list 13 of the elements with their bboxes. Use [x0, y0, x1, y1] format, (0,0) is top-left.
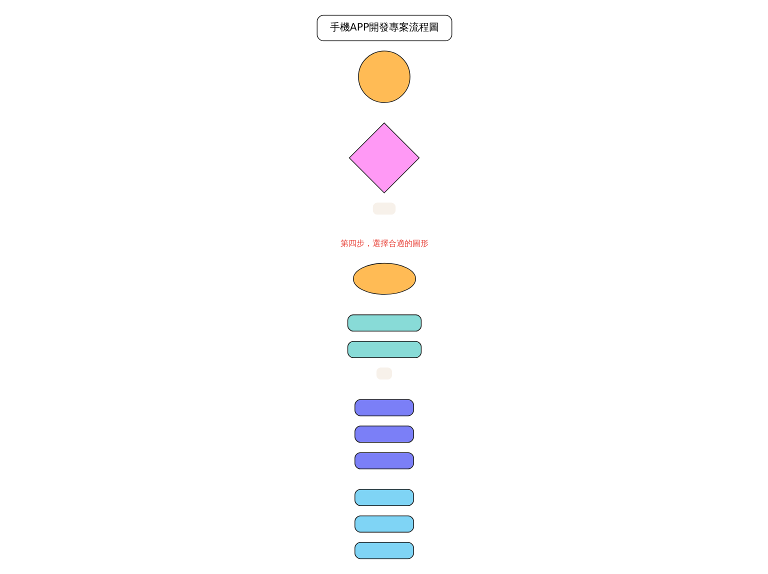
- node-box: [354, 452, 414, 470]
- node-box: [354, 515, 414, 533]
- node-box: [354, 488, 414, 506]
- node-box: [354, 399, 414, 416]
- node-box: [354, 426, 414, 443]
- node-oval: [352, 262, 416, 295]
- node-box: [354, 542, 414, 560]
- node-circle: [358, 50, 410, 103]
- node-box: [346, 340, 422, 358]
- label: 第四步，選擇合適的圖形: [340, 238, 428, 248]
- node-diamond: [348, 122, 420, 194]
- node-box: 手機APP開發專案流程圖: [316, 14, 452, 42]
- node-box: [346, 314, 422, 332]
